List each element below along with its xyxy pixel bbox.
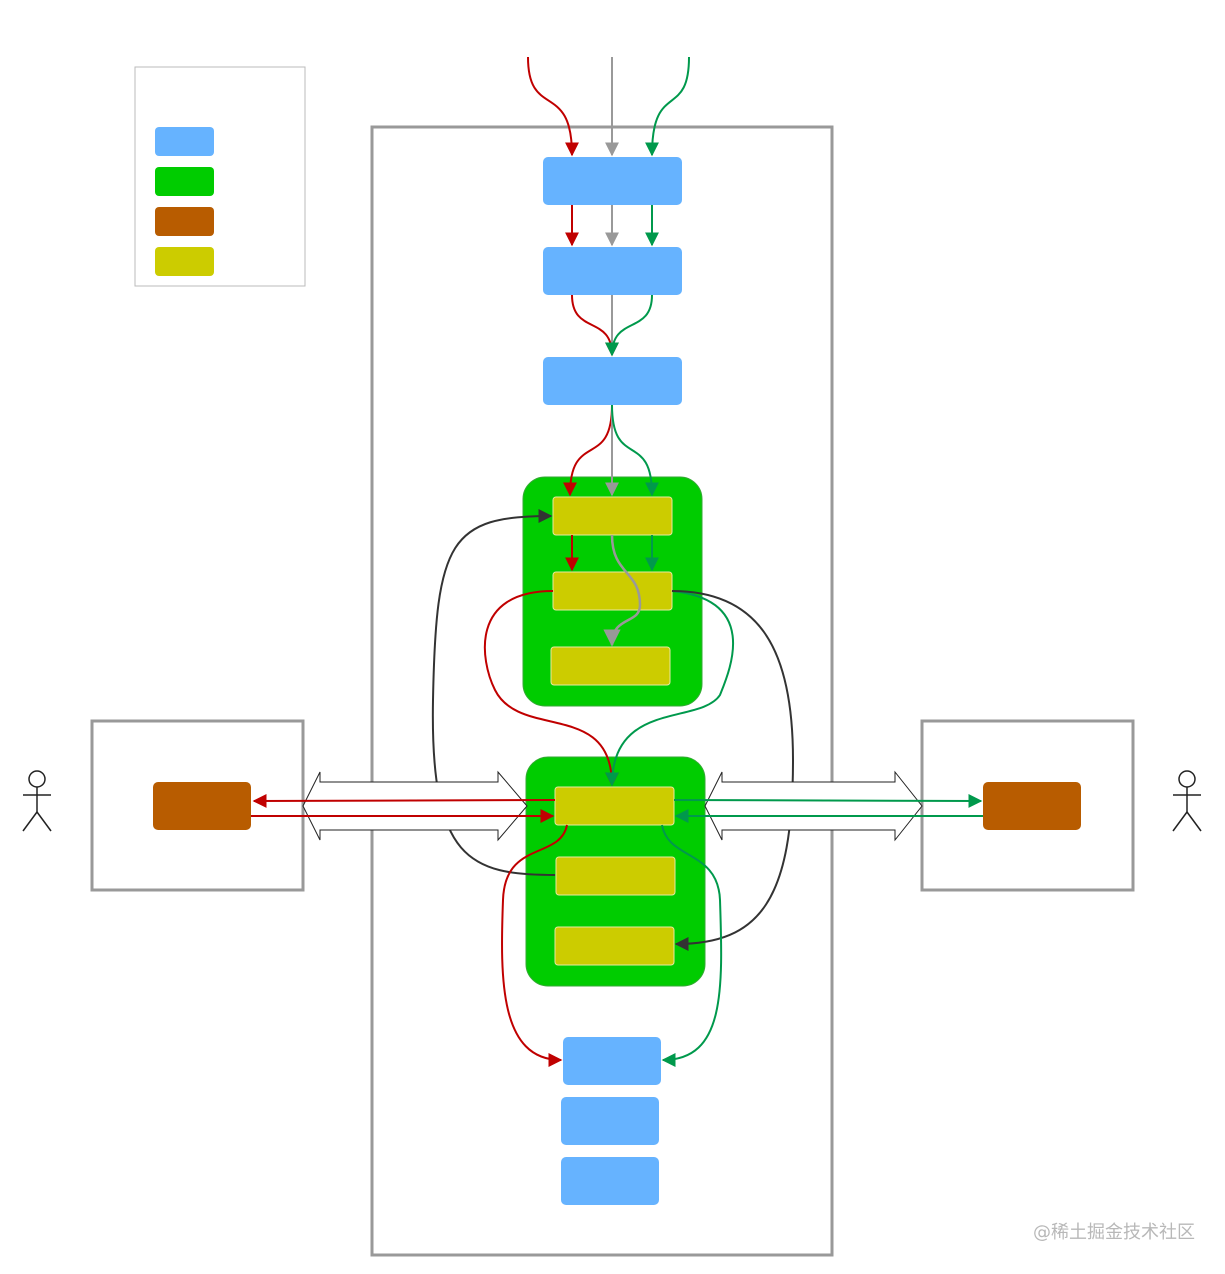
yellow-node-1a — [552, 496, 673, 536]
left-bidirectional-block-arrow — [302, 770, 528, 842]
edge-red-2-3 — [571, 294, 619, 357]
edge-teal-y1b-y2a — [605, 590, 735, 787]
legend-brown-swatch — [155, 207, 214, 236]
right-bidirectional-block-arrow — [704, 770, 923, 842]
legend-blue-swatch — [155, 127, 214, 156]
blue-node-2 — [543, 247, 682, 295]
legend-yellow-swatch — [155, 247, 214, 276]
main-container — [370, 125, 834, 1257]
edge-teal-y2a-right — [673, 793, 983, 808]
edge-red-y2a-b4 — [501, 824, 568, 1067]
yellow-node-2b — [555, 856, 676, 896]
blue-node-6 — [561, 1157, 659, 1205]
right-client-node — [983, 782, 1081, 830]
edge-teal-y2a-b4 — [661, 824, 723, 1067]
edge-red-y1b-y2a — [483, 590, 619, 787]
yellow-node-2a — [554, 786, 675, 826]
watermark: @稀土掘金技术社区 — [1033, 1222, 1195, 1243]
right-person-icon — [1172, 770, 1202, 832]
edge-red-in — [527, 56, 579, 157]
legend — [134, 66, 306, 287]
edge-red-3-y1a — [563, 404, 613, 497]
left-client-node — [153, 782, 251, 830]
yellow-node-1c — [550, 646, 671, 686]
blue-node-1 — [543, 157, 682, 205]
yellow-node-2c — [554, 926, 675, 966]
left-person-icon — [22, 770, 52, 832]
edge-teal-in — [645, 56, 690, 157]
yellow-node-1b — [552, 571, 673, 611]
edge-dark-y2b-y1a — [431, 509, 556, 876]
edge-teal-3-y1a — [611, 404, 659, 497]
edge-teal-2-3 — [605, 294, 653, 357]
edge-dark-y1b-y2c — [671, 590, 795, 951]
blue-node-4 — [563, 1037, 661, 1085]
edge-gray-y1a-y1c — [603, 534, 642, 647]
edge-red-y2a-left — [252, 793, 556, 808]
legend-green-swatch — [155, 167, 214, 196]
blue-node-5 — [561, 1097, 659, 1145]
blue-node-3 — [543, 357, 682, 405]
